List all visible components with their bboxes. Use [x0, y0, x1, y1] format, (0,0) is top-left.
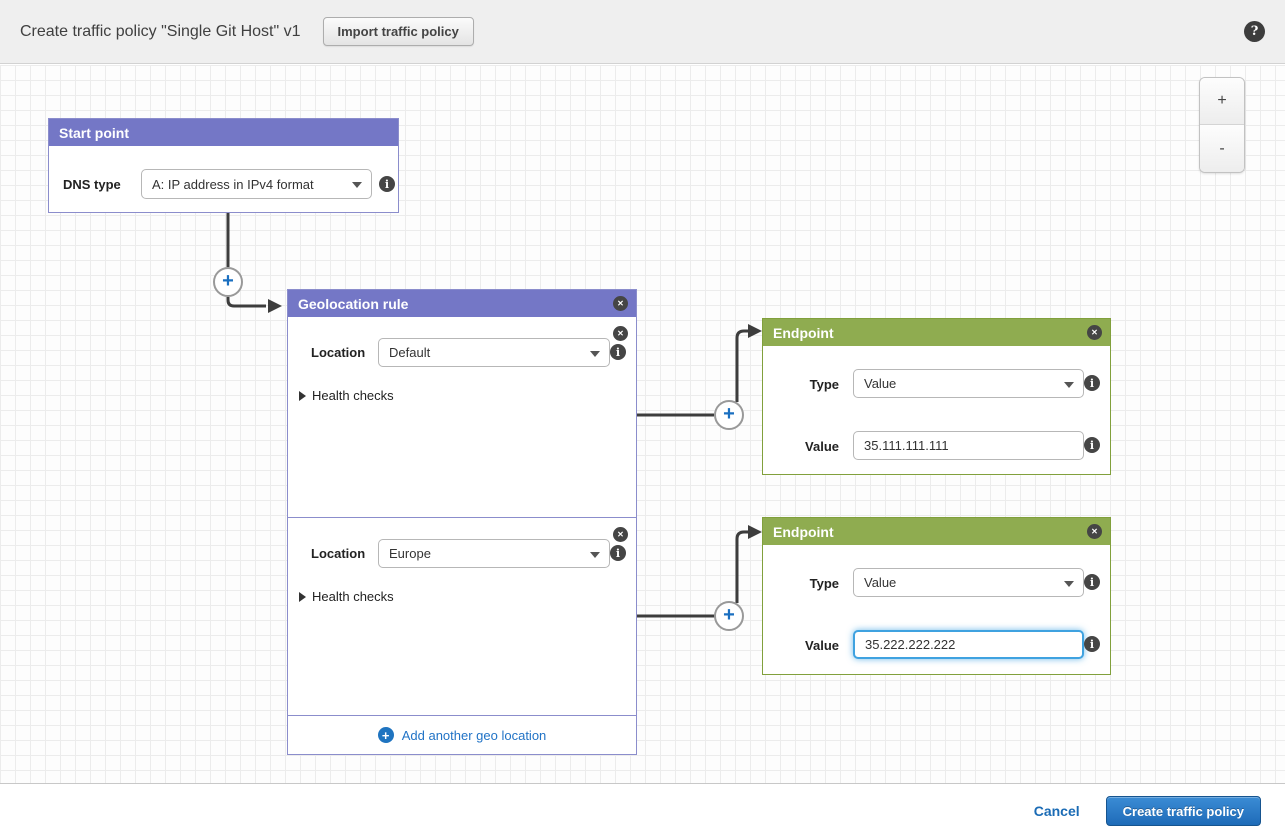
geo-section-default-close-icon[interactable]: ✕ [613, 326, 628, 341]
type-value: Value [864, 376, 896, 391]
endpoint-box-2: Endpoint ✕ Type Value i Value i [762, 517, 1111, 675]
plus-icon: + [723, 404, 735, 424]
location-info-icon[interactable]: i [610, 344, 626, 360]
page-title: Create traffic policy "Single Git Host" … [20, 23, 301, 41]
disclosure-triangle-icon[interactable] [299, 391, 306, 401]
plus-icon: + [378, 727, 394, 743]
geolocation-rule-box: Geolocation rule ✕ ✕ Location Default i … [287, 289, 637, 755]
zoom-in-button[interactable]: + [1200, 78, 1244, 125]
value-info-icon[interactable]: i [1084, 437, 1100, 453]
endpoint-1-value-input[interactable] [853, 431, 1084, 460]
policy-diagram-canvas: + + + Start point DNS type A: IP address… [0, 65, 1285, 784]
endpoint-2-value-input[interactable] [853, 630, 1084, 659]
location-value: Default [389, 345, 430, 360]
import-traffic-policy-button[interactable]: Import traffic policy [323, 17, 474, 46]
endpoint-2-header: Endpoint ✕ [763, 518, 1110, 545]
chevron-down-icon [590, 552, 600, 558]
dns-type-value: A: IP address in IPv4 format [152, 177, 314, 192]
start-point-title: Start point [59, 125, 129, 141]
health-checks-toggle[interactable]: Health checks [312, 589, 394, 604]
endpoint-2-type-select[interactable]: Value [853, 568, 1084, 597]
cancel-link[interactable]: Cancel [1034, 803, 1080, 819]
value-label: Value [777, 439, 839, 454]
location-value: Europe [389, 546, 431, 561]
start-point-box: Start point DNS type A: IP address in IP… [48, 118, 399, 213]
geo-section-europe-close-icon[interactable]: ✕ [613, 527, 628, 542]
dns-type-label: DNS type [63, 177, 121, 192]
health-checks-toggle[interactable]: Health checks [312, 388, 394, 403]
value-info-icon[interactable]: i [1084, 636, 1100, 652]
help-icon[interactable]: ? [1244, 21, 1265, 42]
top-bar: Create traffic policy "Single Git Host" … [0, 0, 1285, 64]
location-label: Location [311, 546, 365, 561]
endpoint-1-type-select[interactable]: Value [853, 369, 1084, 398]
create-traffic-policy-button[interactable]: Create traffic policy [1106, 796, 1261, 826]
location-select-europe[interactable]: Europe [378, 539, 610, 568]
endpoint-1-close-icon[interactable]: ✕ [1087, 325, 1102, 340]
connector-add-endpoint-2-button[interactable]: + [714, 601, 744, 631]
geolocation-rule-header: Geolocation rule ✕ [288, 290, 636, 317]
location-label: Location [311, 345, 365, 360]
start-point-header: Start point [49, 119, 398, 146]
geolocation-rule-title: Geolocation rule [298, 296, 408, 312]
geolocation-rule-close-icon[interactable]: ✕ [613, 296, 628, 311]
plus-icon: + [222, 271, 234, 291]
dns-type-info-icon[interactable]: i [379, 176, 395, 192]
endpoint-1-title: Endpoint [773, 325, 834, 341]
connector-add-endpoint-1-button[interactable]: + [714, 400, 744, 430]
endpoint-2-title: Endpoint [773, 524, 834, 540]
chevron-down-icon [1064, 382, 1074, 388]
endpoint-1-header: Endpoint ✕ [763, 319, 1110, 346]
location-info-icon[interactable]: i [610, 545, 626, 561]
canvas-zoom-control: + - [1199, 77, 1245, 173]
type-value: Value [864, 575, 896, 590]
zoom-out-button[interactable]: - [1200, 125, 1244, 172]
disclosure-triangle-icon[interactable] [299, 592, 306, 602]
plus-icon: + [723, 605, 735, 625]
connector-add-rule-button[interactable]: + [213, 267, 243, 297]
chevron-down-icon [352, 182, 362, 188]
geo-section-europe: ✕ Location Europe i Health checks [288, 517, 636, 717]
chevron-down-icon [1064, 581, 1074, 587]
endpoint-box-1: Endpoint ✕ Type Value i Value i [762, 318, 1111, 475]
value-label: Value [777, 638, 839, 653]
location-select-default[interactable]: Default [378, 338, 610, 367]
dns-type-select[interactable]: A: IP address in IPv4 format [141, 169, 372, 199]
add-geo-location-label: Add another geo location [402, 728, 547, 743]
footer-bar: Cancel Create traffic policy [0, 784, 1285, 838]
type-label: Type [777, 377, 839, 392]
endpoint-2-close-icon[interactable]: ✕ [1087, 524, 1102, 539]
type-info-icon[interactable]: i [1084, 574, 1100, 590]
chevron-down-icon [590, 351, 600, 357]
type-label: Type [777, 576, 839, 591]
add-geo-location-button[interactable]: + Add another geo location [288, 715, 636, 754]
type-info-icon[interactable]: i [1084, 375, 1100, 391]
geo-section-default: ✕ Location Default i Health checks [288, 317, 636, 517]
